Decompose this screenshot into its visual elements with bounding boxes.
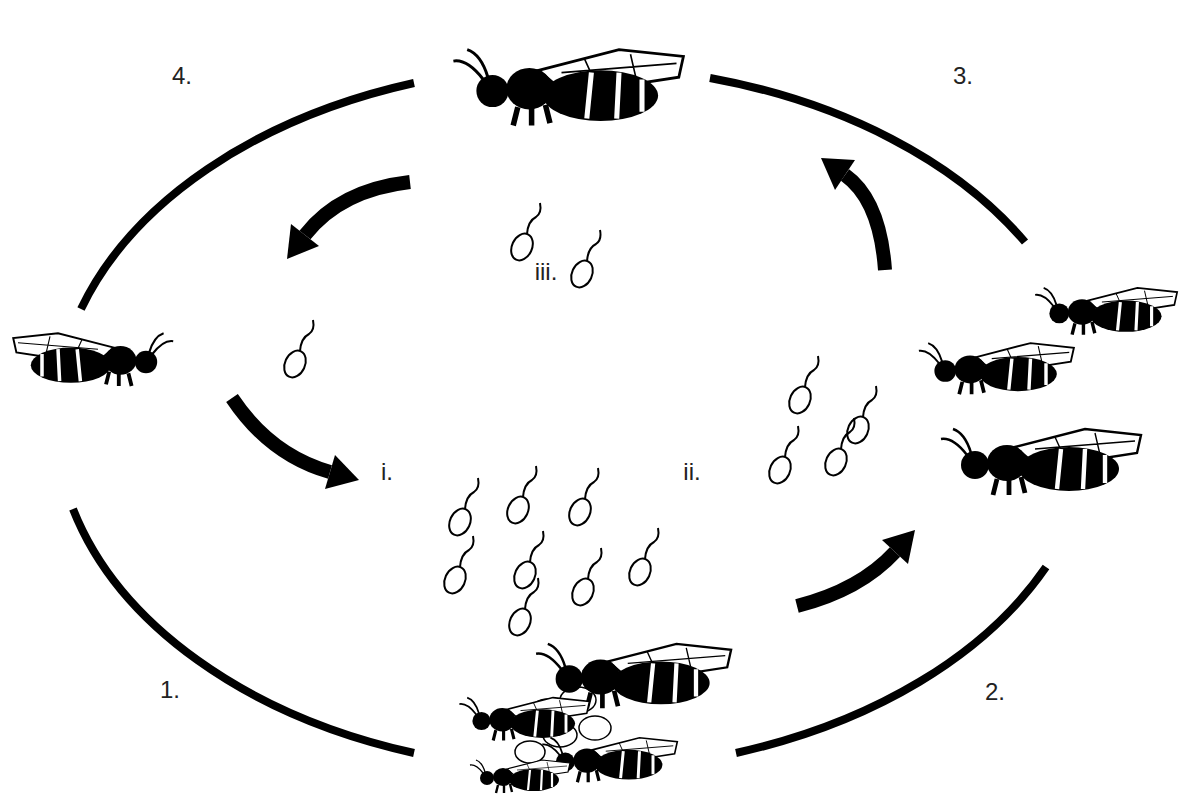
- worker-bee: [470, 760, 570, 793]
- parasite-cell: [565, 468, 598, 529]
- brood-cell: [579, 716, 611, 740]
- parasites: [280, 203, 876, 639]
- parasite-cell: [765, 426, 798, 487]
- parasite-cell: [507, 203, 540, 264]
- parasite-cell: [625, 528, 658, 589]
- brood-cell: [515, 741, 545, 763]
- arrow-head: [882, 530, 915, 564]
- parasite-cell: [567, 230, 600, 291]
- callout-number: iii.: [535, 260, 558, 284]
- arrow-head: [287, 224, 319, 259]
- worker-bee: [542, 738, 677, 783]
- parasite-cell: [440, 536, 473, 597]
- cycle-arc: [73, 509, 414, 753]
- queen-bee: [453, 50, 683, 126]
- colony: [459, 644, 731, 793]
- parasite-cell: [505, 578, 538, 639]
- gyne-bee: [919, 343, 1074, 394]
- callout-number: 2.: [985, 680, 1005, 704]
- bees: [13, 50, 1177, 495]
- cycle-arcs: [73, 78, 1046, 753]
- parasite-cell: [568, 548, 601, 609]
- cycle-arc: [81, 83, 414, 309]
- arrow-head: [325, 455, 359, 489]
- arrow-head: [821, 158, 855, 190]
- parasite-cell: [843, 386, 876, 447]
- cycle-arc: [736, 567, 1046, 753]
- queen-bee: [13, 333, 173, 386]
- gyne-bee: [941, 429, 1141, 495]
- parasite-cell: [821, 418, 854, 479]
- callout-number: 3.: [953, 64, 973, 88]
- male-bee: [1035, 288, 1177, 335]
- flow-arrow: [845, 175, 885, 270]
- parasite-cell: [785, 356, 818, 417]
- callout-number: 1.: [160, 678, 180, 702]
- callout-number: ii.: [683, 460, 700, 484]
- callout-number: i.: [381, 460, 393, 484]
- flow-arrow: [232, 398, 330, 472]
- flow-arrow: [797, 552, 895, 606]
- callout-number: 4.: [172, 64, 192, 88]
- parasite-cell: [280, 320, 313, 381]
- flow-arrow: [305, 182, 410, 235]
- cycle-arrows: [232, 158, 915, 606]
- parasite-cell: [445, 478, 478, 539]
- parasite-cell: [503, 466, 536, 527]
- worker-bee: [459, 698, 589, 741]
